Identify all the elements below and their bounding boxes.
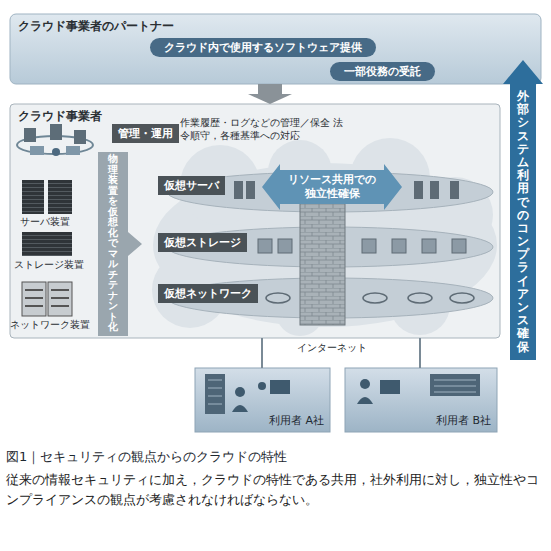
node-user: 利用者 A社 xyxy=(195,368,330,432)
vertical-text: 外部システム利用でのコンプライアンス確保 xyxy=(517,90,529,354)
node-dbl: リソース共用での独立性確保 xyxy=(262,164,402,210)
tab-label: 仮想サーバ xyxy=(164,178,219,193)
node-tab: 管理・運用 xyxy=(112,124,179,143)
node-pill: クラウド内で使用するソフトウェア提供 xyxy=(150,38,376,57)
node-tab: 仮想ネットワーク xyxy=(158,284,258,303)
up-arrow xyxy=(503,60,543,360)
pill-label: クラウド内で使用するソフトウェア提供 xyxy=(164,40,362,55)
double-arrow xyxy=(262,164,402,210)
group-heading: クラウド事業者のパートナー xyxy=(18,18,174,35)
user-label: 利用者 B社 xyxy=(436,413,491,428)
figure-title: 図1｜セキュリティの観点からのクラウドの特性 xyxy=(6,448,287,466)
node-vert: 物理装置を仮想化でマルチテナント化 xyxy=(98,152,142,336)
node-tab: 仮想ストレージ xyxy=(158,233,247,252)
pill-label: 一部役務の受託 xyxy=(344,64,421,79)
note-label: ストレージ装置 xyxy=(14,259,84,271)
connector xyxy=(262,338,263,368)
note-label: サーバ装置 xyxy=(20,216,70,228)
cloud xyxy=(152,138,497,336)
tab-label: 仮想ネットワーク xyxy=(164,286,252,301)
virtual-network-icons xyxy=(266,293,474,303)
note-label: ネットワーク装置 xyxy=(10,319,90,331)
connector-arrow xyxy=(248,84,292,104)
provider-box xyxy=(10,104,500,338)
node-user: 利用者 B社 xyxy=(345,368,497,432)
connector-line xyxy=(419,338,421,368)
user-a-icons xyxy=(205,374,290,414)
arrow-body xyxy=(98,152,142,336)
virtual-storage-icons xyxy=(258,239,466,253)
management-icons xyxy=(17,124,93,156)
node-band: クラウド事業者のパートナークラウド内で使用するソフトウェア提供一部役務の受託 xyxy=(10,14,541,84)
partner-band xyxy=(10,14,541,84)
user-a-box xyxy=(195,368,330,432)
user-label: 利用者 A社 xyxy=(269,413,324,428)
firewall-wall xyxy=(300,200,345,325)
user-b-box xyxy=(345,368,497,432)
tab-label: 仮想ストレージ xyxy=(164,235,241,250)
connector xyxy=(248,84,292,104)
note-label: インターネット xyxy=(297,342,367,355)
node-ext: 外部システム利用でのコンプライアンス確保 xyxy=(503,60,543,360)
vertical-text: 物理装置を仮想化でマルチテナント化 xyxy=(108,154,118,333)
tab-label: 管理・運用 xyxy=(118,126,173,141)
figure-caption: 従来の情報セキュリティに加え，クラウドの特性である共用，社外利用に対し，独立性や… xyxy=(6,470,544,510)
equipment xyxy=(22,180,72,316)
right-arrow-shape xyxy=(98,152,142,336)
node-pill: 一部役務の受託 xyxy=(330,62,435,81)
group-heading: クラウド事業者 xyxy=(18,108,102,125)
connector-line xyxy=(261,338,263,368)
connector xyxy=(420,338,421,368)
note-label: 作業履歴・ログなどの管理／保全 法令順守，各種基準への対応 xyxy=(180,117,352,142)
user-b-icons xyxy=(357,374,480,404)
double-arrow-label: リソース共用での独立性確保 xyxy=(286,173,378,201)
node-tab: 仮想サーバ xyxy=(158,176,225,195)
